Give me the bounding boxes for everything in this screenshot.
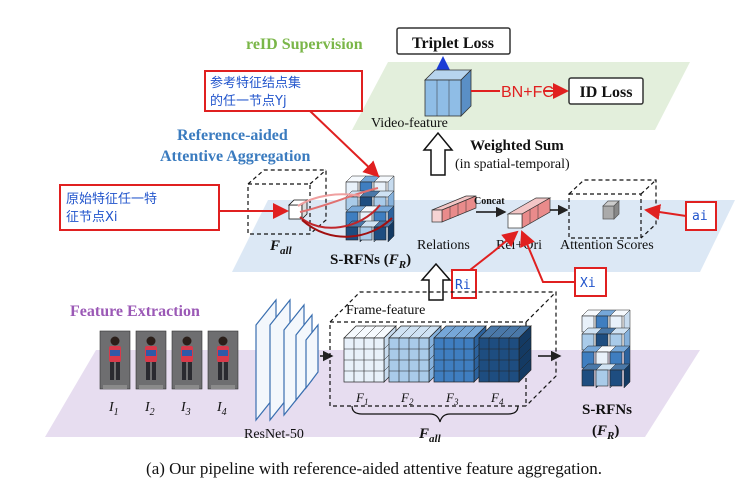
concat-label: Concat xyxy=(474,196,505,207)
relations-label: Relations xyxy=(417,238,470,253)
ai-annot-label: ai xyxy=(692,209,708,224)
relation-curve-4 xyxy=(297,193,361,207)
feature-cube-f2 xyxy=(388,325,442,383)
ref-node-annot-arrow xyxy=(309,110,380,178)
frame-label-3: I3 xyxy=(180,400,191,418)
resnet-label: ResNet-50 xyxy=(244,427,304,442)
resnet-block xyxy=(255,298,319,422)
xi-annot-box xyxy=(574,267,607,297)
attention-scores-label: Attention Scores xyxy=(560,238,654,253)
triplet-loss-box xyxy=(396,27,511,55)
ai-annot-box xyxy=(685,201,717,231)
figure-caption: (a) Our pipeline with reference-aided at… xyxy=(146,459,602,478)
bnfc-label: BN+FC xyxy=(501,84,554,101)
ref-node-annot-box xyxy=(204,70,363,112)
srfns-mid-label: S-RFNs (FR) xyxy=(330,252,411,271)
raa-title-line1: Reference-aided xyxy=(177,127,288,144)
frame-label-1: I1 xyxy=(108,400,119,418)
rel-ori-bar xyxy=(506,197,552,229)
video-frames: I1 I2 I3 I4 xyxy=(99,330,239,418)
relation-curve-3 xyxy=(301,217,393,238)
weighted-sum-arrow xyxy=(422,131,454,176)
attention-scores-cube xyxy=(568,179,657,239)
frame-image-2 xyxy=(135,330,167,390)
orig-node-annot-box xyxy=(59,184,220,231)
video-feature-label: Video-feature xyxy=(371,116,448,131)
xi-annot-arrow xyxy=(520,230,575,283)
srfns-bottom-sub: (FR) xyxy=(592,423,619,442)
xi-annot-label: Xi xyxy=(580,276,596,291)
video-feature-bar xyxy=(424,69,472,117)
ri-annot-box xyxy=(451,269,477,299)
ref-node-annot-line2: 的任一节点Yj xyxy=(210,93,287,109)
id-loss-label: ID Loss xyxy=(580,84,633,101)
id-loss-box xyxy=(568,77,644,105)
feature-extraction-label: Feature Extraction xyxy=(70,303,200,320)
srfns-bottom-label: S-RFNs xyxy=(582,402,632,418)
orig-node-annot-line2: 征节点Xi xyxy=(66,210,118,225)
f-all-bottom-label: Fall xyxy=(418,426,442,445)
ri-annot-label: Ri xyxy=(455,278,471,293)
frame-image-3 xyxy=(171,330,203,390)
frame-label-4: I4 xyxy=(216,400,227,418)
frame-image-1 xyxy=(99,330,131,390)
frame-image-4 xyxy=(207,330,239,390)
f-all-brace xyxy=(351,405,519,423)
relation-curve-2 xyxy=(299,187,379,213)
feature-cube-f1 xyxy=(343,325,397,383)
feature-cube-f3 xyxy=(433,325,487,383)
frame-label-2: I2 xyxy=(144,400,155,418)
spatial-temporal-label: (in spatial-temporal) xyxy=(455,157,570,172)
ref-node-annot-line1: 参考特征结点集 xyxy=(210,75,301,91)
ri-annot-arrow-2 xyxy=(492,230,519,253)
rel-ori-label: Rel+Ori xyxy=(496,238,542,253)
triplet-loss-label: Triplet Loss xyxy=(412,35,494,52)
bottom-to-mid-arrow xyxy=(420,262,452,301)
relations-bar xyxy=(431,195,477,223)
orig-node-annot-line1: 原始特征任一特 xyxy=(66,192,157,207)
feature-cube-f4 xyxy=(478,325,532,383)
weighted-sum-label: Weighted Sum xyxy=(470,138,564,154)
srfns-bottom-grid xyxy=(581,309,631,389)
ri-annot-arrow xyxy=(469,251,494,271)
ai-annot-arrow xyxy=(644,204,687,220)
supervision-label: reID Supervision xyxy=(246,36,363,53)
f-all-mid-label: Fall xyxy=(269,238,293,257)
srfns-cube-bottom xyxy=(581,309,631,389)
relation-curve-1 xyxy=(299,204,381,229)
frame-feature-label: Frame-feature xyxy=(346,303,425,318)
attention-score-node xyxy=(602,200,620,220)
raa-title-line2: Attentive Aggregation xyxy=(160,148,310,165)
